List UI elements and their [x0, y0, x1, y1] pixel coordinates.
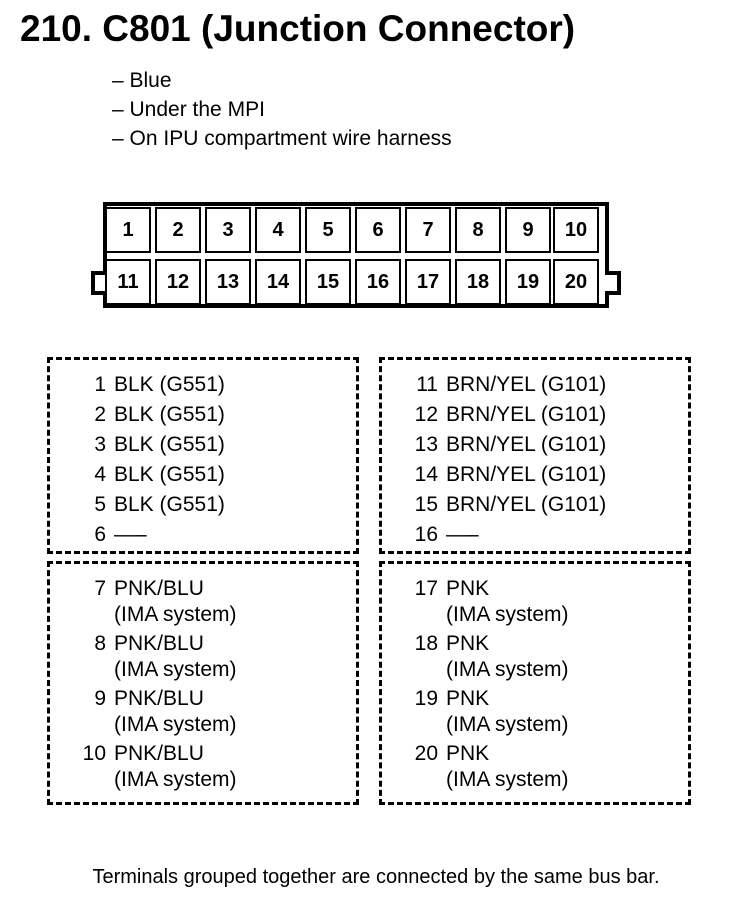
- terminal-number: 17: [414, 577, 438, 600]
- pin-10: 10: [553, 207, 599, 253]
- wire-destination: (IMA system): [114, 603, 237, 626]
- pin-17: 17: [405, 259, 451, 305]
- wire-color: BRN/YEL (G101): [446, 403, 607, 426]
- wire-color: BRN/YEL (G101): [446, 493, 607, 516]
- note-location: – Under the MPI: [112, 98, 265, 121]
- pin-2: 2: [155, 207, 201, 253]
- wire-color: —–: [114, 523, 147, 546]
- pin-19: 19: [505, 259, 551, 305]
- wire-destination: (IMA system): [446, 603, 569, 626]
- wire-color: PNK: [446, 742, 490, 765]
- pin-1: 1: [105, 207, 151, 253]
- terminal-number: 14: [414, 463, 438, 486]
- terminal-number: 19: [414, 687, 438, 710]
- terminal-number: 8: [94, 632, 106, 655]
- wire-color: PNK: [446, 687, 490, 710]
- wire-color: PNK/BLU: [114, 577, 204, 600]
- pin-18: 18: [455, 259, 501, 305]
- terminal-number: 18: [414, 632, 438, 655]
- pin-9: 9: [505, 207, 551, 253]
- pin-16: 16: [355, 259, 401, 305]
- wire-destination: (IMA system): [114, 713, 237, 736]
- terminal-number: 6: [94, 523, 106, 546]
- pin-13: 13: [205, 259, 251, 305]
- terminal-number: 2: [94, 403, 106, 426]
- terminal-number: 11: [416, 373, 438, 396]
- note-color: – Blue: [112, 69, 172, 92]
- wire-destination: (IMA system): [446, 768, 569, 791]
- terminal-number: 12: [414, 403, 438, 426]
- terminal-number: 1: [94, 373, 106, 396]
- connector-housing: [91, 202, 621, 308]
- terminal-number: 5: [94, 493, 106, 516]
- terminal-number: 13: [414, 433, 438, 456]
- wire-color: BRN/YEL (G101): [446, 433, 607, 456]
- wire-destination: (IMA system): [446, 658, 569, 681]
- wire-color: PNK/BLU: [114, 687, 204, 710]
- wire-color: PNK/BLU: [114, 632, 204, 655]
- wire-color: BRN/YEL (G101): [446, 373, 607, 396]
- pin-7: 7: [405, 207, 451, 253]
- pin-20: 20: [553, 259, 599, 305]
- terminal-number: 9: [94, 687, 106, 710]
- pin-8: 8: [455, 207, 501, 253]
- pin-15: 15: [305, 259, 351, 305]
- wire-color: —–: [446, 523, 479, 546]
- pin-6: 6: [355, 207, 401, 253]
- pin-14: 14: [255, 259, 301, 305]
- wire-color: BLK (G551): [114, 403, 225, 426]
- page-title: 210. C801 (Junction Connector): [20, 8, 576, 49]
- terminal-number: 7: [94, 577, 106, 600]
- wire-color: BLK (G551): [114, 493, 225, 516]
- pin-4: 4: [255, 207, 301, 253]
- terminal-number: 16: [414, 523, 438, 546]
- pin-11: 11: [105, 259, 151, 305]
- footer-note: Terminals grouped together are connected…: [92, 866, 660, 888]
- terminal-number: 4: [94, 463, 106, 486]
- connector-notes: – Blue – Under the MPI – On IPU compartm…: [112, 66, 452, 153]
- terminal-number: 10: [82, 742, 106, 765]
- wire-destination: (IMA system): [114, 768, 237, 791]
- terminal-number: 15: [414, 493, 438, 516]
- wire-color: PNK: [446, 632, 490, 655]
- wire-color: BRN/YEL (G101): [446, 463, 607, 486]
- wire-color: PNK: [446, 577, 490, 600]
- pin-3: 3: [205, 207, 251, 253]
- note-harness: – On IPU compartment wire harness: [112, 127, 452, 150]
- wire-color: BLK (G551): [114, 373, 225, 396]
- terminal-number: 20: [414, 742, 438, 765]
- wire-color: PNK/BLU: [114, 742, 204, 765]
- pin-12: 12: [155, 259, 201, 305]
- wire-destination: (IMA system): [114, 658, 237, 681]
- wire-color: BLK (G551): [114, 463, 225, 486]
- wire-color: BLK (G551): [114, 433, 225, 456]
- pin-5: 5: [305, 207, 351, 253]
- terminal-number: 3: [94, 433, 106, 456]
- wire-destination: (IMA system): [446, 713, 569, 736]
